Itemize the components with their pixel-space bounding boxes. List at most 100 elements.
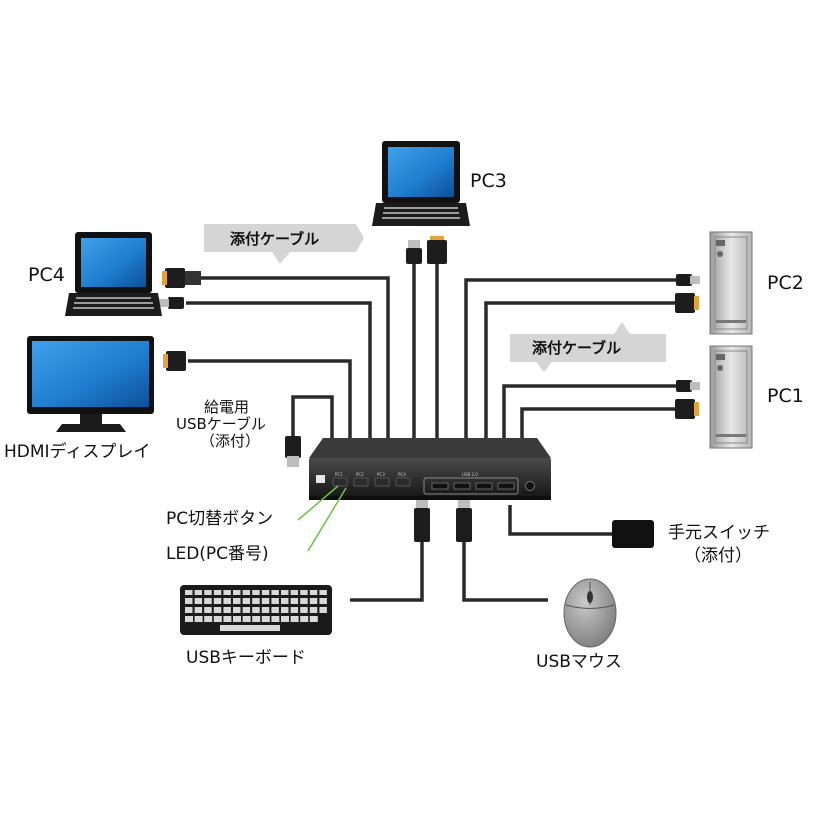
keyboard-key xyxy=(242,607,251,613)
keyboard-key xyxy=(204,590,212,595)
usb-connector-icon xyxy=(676,274,700,286)
usb-mouse-label: USBマウス xyxy=(536,652,622,672)
hdmi-connector-icon xyxy=(675,293,699,313)
keyboard-key xyxy=(290,590,299,595)
keyboard-key xyxy=(194,607,203,613)
keyboard-key xyxy=(223,598,231,604)
hand-switch-icon xyxy=(612,520,654,548)
usb-mouse-icon xyxy=(563,578,617,648)
pc1-label: PC1 xyxy=(767,385,804,407)
hdmi-connector-icon xyxy=(427,236,447,264)
usb-port xyxy=(431,482,449,490)
hdmi-connector-icon xyxy=(163,351,186,371)
hdmi-connector-icon xyxy=(675,399,699,419)
keyboard-key xyxy=(252,616,261,622)
keyboard-key xyxy=(319,607,327,613)
keyboard-key xyxy=(204,616,213,622)
keyboard-key xyxy=(185,598,193,604)
hand-switch-included-label: （添付） xyxy=(684,546,752,566)
keyboard-key xyxy=(290,598,299,604)
keyboard-key xyxy=(194,598,203,604)
keyboard-key xyxy=(223,616,232,622)
hand-switch-label: 手元スイッチ xyxy=(668,523,770,543)
keyboard-key xyxy=(233,607,241,613)
keyboard-key xyxy=(213,607,222,613)
keyboard-key xyxy=(252,598,260,604)
usb-port xyxy=(475,482,493,490)
keyboard-key xyxy=(194,590,203,595)
pc3-label: PC3 xyxy=(470,170,507,192)
keyboard-key xyxy=(242,590,251,595)
usb-connector-icon xyxy=(676,380,700,392)
included-cable-callout-top: 添付ケーブル xyxy=(204,224,364,264)
usb-connector-icon xyxy=(158,297,184,309)
led-label: LED(PC番号) xyxy=(166,544,269,564)
keyboard-key xyxy=(281,607,289,613)
keyboard-key xyxy=(319,590,327,595)
keyboard-key xyxy=(300,616,309,622)
keyboard-key xyxy=(213,598,222,604)
keyboard-key xyxy=(204,607,212,613)
hdmi-display-label: HDMIディスプレイ xyxy=(4,441,150,462)
keyboard-key xyxy=(261,590,270,595)
keyboard-key xyxy=(233,590,241,595)
pc4-switch-button[interactable] xyxy=(395,477,411,487)
keyboard-key xyxy=(242,598,251,604)
usb-keyboard-label: USBキーボード xyxy=(186,648,306,668)
pc1-tower-icon xyxy=(709,345,753,449)
included-cable-callout-right: 添付ケーブル xyxy=(510,322,666,372)
leader-lines xyxy=(297,485,347,552)
keyboard-key xyxy=(204,598,212,604)
keyboard-key xyxy=(271,590,279,595)
keyboard-key xyxy=(252,590,260,595)
power-cable-label-line2: USBケーブル xyxy=(176,415,266,433)
keyboard-key xyxy=(309,607,318,613)
keyboard-key xyxy=(213,616,222,622)
keyboard-key xyxy=(223,607,231,613)
pc4-laptop-icon xyxy=(65,232,162,316)
keyboard-key xyxy=(261,607,270,613)
keyboard-key xyxy=(233,598,241,604)
connectors xyxy=(158,236,700,542)
keyboard-key xyxy=(300,590,308,595)
keyboard-key xyxy=(309,590,318,595)
keyboard-key xyxy=(319,598,327,604)
keyboard-spacebar xyxy=(220,625,280,631)
port-label-pc2: PC2 xyxy=(356,472,364,477)
pc1-switch-button[interactable] xyxy=(332,477,348,487)
keyboard-key xyxy=(290,607,299,613)
kvm-switch-device: PC1 PC2 PC3 PC4 USB 2.0 xyxy=(309,438,551,500)
cables xyxy=(186,262,678,602)
keyboard-key xyxy=(309,616,318,622)
usb-connector-icon xyxy=(406,240,422,264)
pc2-label: PC2 xyxy=(767,272,804,294)
keyboard-key xyxy=(242,616,251,622)
keyboard-key xyxy=(271,598,279,604)
brand-logo-icon xyxy=(316,475,325,483)
keyboard-key xyxy=(271,616,280,622)
keyboard-key xyxy=(252,607,260,613)
keyboard-key xyxy=(281,590,289,595)
port-label-pc3: PC3 xyxy=(377,472,385,477)
keyboard-key xyxy=(185,607,193,613)
included-cable-label-top: 添付ケーブル xyxy=(230,230,319,248)
keyboard-key xyxy=(300,598,308,604)
keyboard-key xyxy=(213,590,222,595)
pc-switch-button-label: PC切替ボタン xyxy=(166,509,273,529)
hand-switch-jack xyxy=(525,481,535,491)
pc2-switch-button[interactable] xyxy=(353,477,369,487)
power-cable-label-line3: （添付） xyxy=(200,432,260,450)
port-label-pc1: PC1 xyxy=(335,472,343,477)
keyboard-key xyxy=(271,607,279,613)
port-label-pc4: PC4 xyxy=(398,472,406,477)
keyboard-key xyxy=(261,598,270,604)
keyboard-key xyxy=(185,590,193,595)
keyboard-key xyxy=(281,616,289,622)
keyboard-key xyxy=(309,598,318,604)
pc3-switch-button[interactable] xyxy=(374,477,390,487)
keyboard-key xyxy=(185,616,193,622)
usb-port xyxy=(497,482,515,490)
pc4-label: PC4 xyxy=(28,264,65,286)
